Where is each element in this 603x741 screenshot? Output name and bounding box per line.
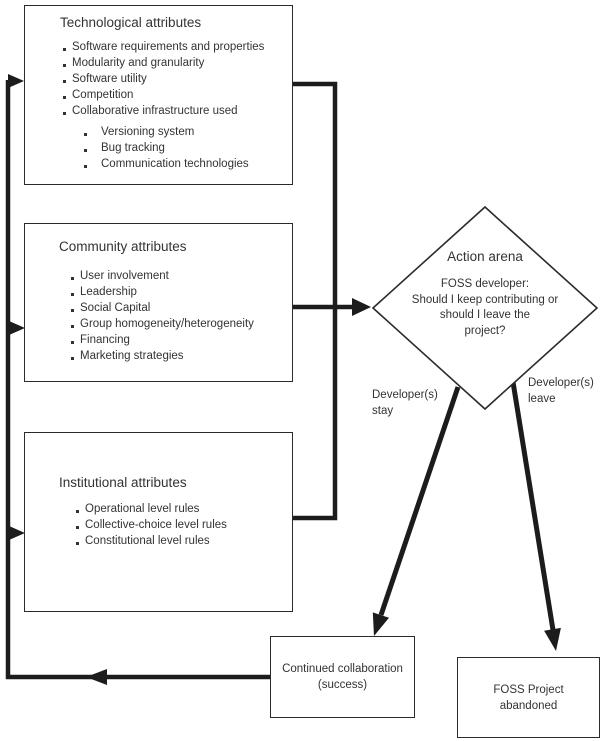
list-item-label: Financing bbox=[80, 334, 130, 346]
list-item-label: Leadership bbox=[80, 286, 137, 298]
institutional-attributes-box: Institutional attributes Operational lev… bbox=[24, 432, 293, 612]
bullet-icon bbox=[71, 308, 74, 312]
institutional-attributes-list: Operational level rules Collective-choic… bbox=[25, 501, 292, 549]
list-item-label: Communication technologies bbox=[101, 158, 249, 170]
question-line: project? bbox=[464, 324, 506, 337]
leave-label-line: Developer(s) bbox=[528, 377, 594, 389]
list-item: Constitutional level rules bbox=[25, 533, 292, 549]
bullet-icon bbox=[84, 148, 87, 152]
list-item-label: Software requirements and properties bbox=[72, 41, 265, 53]
list-item-label: Competition bbox=[72, 89, 134, 101]
bullet-icon bbox=[84, 132, 87, 136]
question-line: FOSS developer: bbox=[440, 278, 530, 290]
stay-edge-label: Developer(s) stay bbox=[372, 388, 438, 419]
list-item-label: Social Capital bbox=[80, 302, 151, 314]
outcome-label-line: abandoned bbox=[499, 699, 558, 712]
list-item-label: Software utility bbox=[72, 73, 147, 85]
list-item-label: Modularity and granularity bbox=[72, 57, 205, 69]
community-attributes-box: Community attributes User involvement Le… bbox=[24, 223, 293, 382]
feedback-loop-connector bbox=[5, 80, 272, 680]
bullet-icon bbox=[63, 95, 66, 99]
bullet-icon bbox=[63, 111, 66, 115]
technological-attributes-title: Technological attributes bbox=[60, 15, 202, 30]
question-line: should I leave the bbox=[439, 309, 531, 321]
bullet-icon bbox=[76, 509, 79, 513]
community-attributes-title: Community attributes bbox=[59, 239, 187, 254]
feedback-into-institutional-arrowhead-icon bbox=[9, 526, 25, 540]
bullet-icon bbox=[63, 63, 66, 67]
stay-label-line: stay bbox=[372, 404, 394, 417]
list-item: Operational level rules bbox=[25, 501, 292, 517]
list-item-label: Collaborative infrastructure used bbox=[72, 105, 238, 117]
list-item-label: Marketing strategies bbox=[80, 350, 184, 362]
bullet-icon bbox=[76, 525, 79, 529]
list-item: Social Capital bbox=[25, 300, 292, 316]
list-item-label: Versioning system bbox=[101, 126, 195, 138]
action-arena-diamond bbox=[371, 205, 599, 411]
list-item-label: User involvement bbox=[80, 270, 169, 282]
bullet-icon bbox=[63, 79, 66, 83]
list-item-label: Operational level rules bbox=[85, 503, 200, 515]
feedback-into-community-arrowhead-icon bbox=[9, 321, 25, 335]
bullet-icon bbox=[84, 164, 87, 168]
question-line: Should I keep contributing or bbox=[411, 293, 559, 306]
list-item: Collaborative infrastructure used bbox=[25, 103, 292, 119]
list-item: User involvement bbox=[25, 268, 292, 284]
outcome-label-line: FOSS Project bbox=[493, 683, 564, 696]
stay-arrow bbox=[378, 386, 461, 616]
bullet-icon bbox=[63, 47, 66, 51]
list-item: Collective-choice level rules bbox=[25, 517, 292, 533]
list-item: Modularity and granularity bbox=[25, 55, 292, 71]
stay-label-line: Developer(s) bbox=[372, 389, 438, 401]
action-arena-title: Action arena bbox=[447, 249, 523, 264]
project-abandoned-box: FOSS Project abandoned bbox=[457, 657, 600, 738]
bullet-icon bbox=[71, 356, 74, 360]
bullet-icon bbox=[76, 541, 79, 545]
bullet-icon bbox=[71, 276, 74, 280]
technological-attributes-list: Software requirements and properties Mod… bbox=[25, 39, 292, 172]
list-item: Communication technologies bbox=[25, 156, 292, 172]
list-item: Versioning system bbox=[25, 124, 292, 140]
list-item: Leadership bbox=[25, 284, 292, 300]
list-item-label: Constitutional level rules bbox=[85, 535, 210, 547]
infrastructure-sublist: Versioning system Bug tracking Communica… bbox=[25, 124, 292, 172]
continued-collaboration-box: Continued collaboration (success) bbox=[270, 636, 415, 718]
leave-label-line: leave bbox=[528, 392, 556, 405]
attributes-merge-connector bbox=[291, 81, 338, 521]
list-item: Competition bbox=[25, 87, 292, 103]
action-arena-question: FOSS developer: Should I keep contributi… bbox=[373, 277, 597, 339]
list-item: Group homogeneity/heterogeneity bbox=[25, 316, 292, 332]
list-item: Software utility bbox=[25, 71, 292, 87]
bullet-icon bbox=[71, 292, 74, 296]
outcome-label-line: (success) bbox=[317, 679, 368, 691]
list-item: Marketing strategies bbox=[25, 348, 292, 364]
list-item: Financing bbox=[25, 332, 292, 348]
leave-arrow bbox=[510, 381, 556, 631]
leave-arrowhead-icon bbox=[544, 627, 561, 651]
community-attributes-list: User involvement Leadership Social Capit… bbox=[25, 268, 292, 364]
institutional-attributes-title: Institutional attributes bbox=[59, 475, 187, 490]
bullet-icon bbox=[71, 324, 74, 328]
outcome-label-line: Continued collaboration bbox=[282, 663, 403, 675]
feedback-into-tech-arrowhead-icon bbox=[8, 74, 24, 88]
stay-arrowhead-icon bbox=[372, 612, 389, 636]
feedback-left-arrowhead-icon bbox=[86, 669, 107, 685]
action-arena-content: Action arena FOSS developer: Should I ke… bbox=[373, 207, 597, 409]
leave-edge-label: Developer(s) leave bbox=[528, 376, 594, 407]
list-item-label: Bug tracking bbox=[101, 142, 165, 154]
bullet-icon bbox=[71, 340, 74, 344]
technological-attributes-box: Technological attributes Software requir… bbox=[24, 5, 293, 185]
list-item: Bug tracking bbox=[25, 140, 292, 156]
list-item-label: Collective-choice level rules bbox=[85, 519, 227, 531]
list-item: Software requirements and properties bbox=[25, 39, 292, 55]
arena-arrowhead-icon bbox=[352, 298, 371, 316]
list-item-label: Group homogeneity/heterogeneity bbox=[80, 318, 254, 330]
